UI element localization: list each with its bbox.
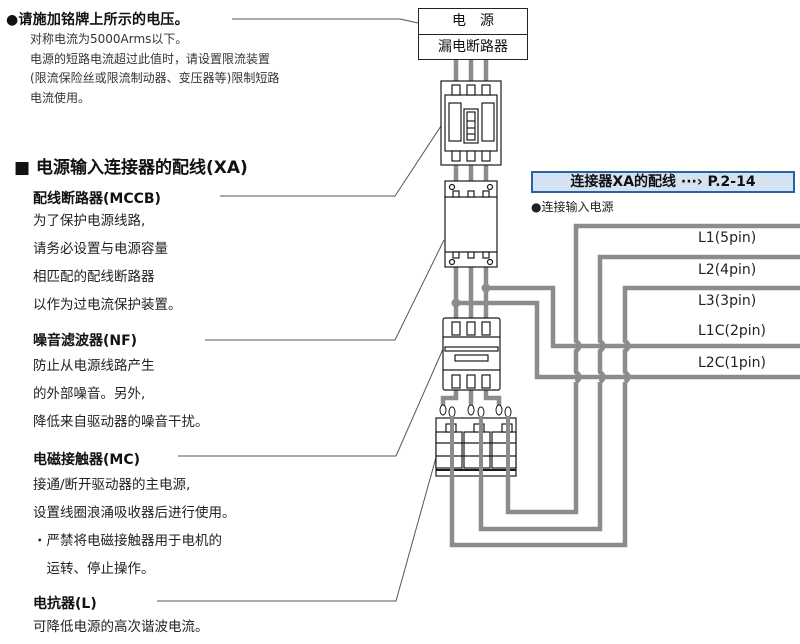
voltage-note-body: 对称电流为5000Arms以下。 电源的短路电流超过此值时，请设置限流装置 (限…: [30, 30, 279, 108]
wire-l1c: [486, 285, 800, 349]
mccb-screw: [486, 183, 494, 191]
leader-line-mccb: [220, 125, 442, 197]
mccb-title: 配线断路器(MCCB): [33, 191, 161, 207]
mccb-screw: [448, 258, 456, 266]
voltage-note-line: 电流使用。: [30, 90, 91, 105]
nf-terminal: [481, 374, 491, 389]
leader-line-reactor: [157, 435, 443, 602]
mccb-terminal: [467, 190, 475, 198]
elcb-terminal: [451, 150, 461, 162]
mccb-line: 请务必设置与电源容量: [33, 241, 168, 257]
voltage-note-line: 对称电流为5000Arms以下。: [30, 32, 188, 46]
voltage-note-line: 电源的短路电流超过此值时，请设置限流装置: [30, 51, 271, 66]
wire-l2c: [456, 300, 800, 380]
noise-filter-line: 的外部噪音。另外,: [33, 386, 146, 402]
elcb-terminal: [481, 84, 491, 96]
contactor-line: ・严禁将电磁接触器用于电机的: [33, 533, 222, 549]
noise-filter-device: [442, 317, 501, 391]
terminal-lugs: [439, 404, 512, 418]
page-reference-link[interactable]: 连接器XA的配线 ···› P.2-14: [531, 171, 795, 193]
power-supply-label: 电 源: [452, 13, 494, 29]
wire-l1-hop: [573, 223, 800, 384]
mccb-terminal: [482, 190, 490, 198]
nf-terminal: [451, 374, 461, 389]
mccb-terminal: [482, 251, 490, 259]
reactor-wires: [450, 416, 510, 480]
leakage-breaker-label: 漏电断路器: [419, 34, 527, 60]
nf-terminal: [451, 321, 461, 336]
noise-filter-description: 防止从电源线路产生 的外部噪音。另外, 降低来自驱动器的噪音干扰。: [33, 352, 209, 436]
junction-dot: [481, 283, 491, 293]
nf-label-slot: [444, 346, 499, 352]
contactor-reactor-device: [435, 417, 517, 477]
wire-label-l1: L1(5pin): [698, 230, 757, 246]
wire-label-l1c: L1C(2pin): [698, 323, 766, 339]
nf-label-plate: [454, 354, 489, 362]
lug: [477, 406, 485, 418]
mccb-line: 相匹配的配线断路器: [33, 269, 155, 285]
lug: [439, 404, 447, 416]
lug: [495, 404, 503, 416]
section-title: ■ 电源输入连接器的配线(XA): [14, 158, 248, 178]
mccb-terminal: [467, 251, 475, 259]
wire-label-l3: L3(3pin): [698, 293, 757, 309]
wire-label-l2: L2(4pin): [698, 262, 757, 278]
noise-filter-title: 噪音滤波器(NF): [33, 333, 138, 349]
elcb-terminal: [481, 150, 491, 162]
mccb-device: [444, 180, 498, 268]
elcb-window: [481, 102, 495, 142]
elcb-window: [448, 102, 462, 142]
elcb-terminal: [466, 84, 476, 96]
earth-leakage-breaker: [440, 80, 502, 166]
wire-label-l2c: L2C(1pin): [698, 355, 766, 371]
reactor-title: 电抗器(L): [33, 596, 97, 612]
connect-input-power-label: ●连接输入电源: [531, 200, 614, 214]
mccb-screw: [486, 258, 494, 266]
junction-dots: [451, 283, 491, 308]
reactor-description: 可降低电源的高次谐波电流。: [33, 613, 209, 641]
nf-terminal: [481, 321, 491, 336]
contactor-description: 接通/断开驱动器的主电源, 设置线圈浪涌吸收器后进行使用。 ・严禁将电磁接触器用…: [33, 471, 236, 583]
lug: [467, 404, 475, 416]
power-supply-box: 电 源 漏电断路器: [418, 8, 528, 60]
voltage-note-line: (限流保险丝或限流制动器、变压器等)限制短路: [30, 71, 280, 85]
elcb-terminal: [451, 84, 461, 96]
wire-l1: [505, 382, 579, 515]
mccb-line: 为了保护电源线路,: [33, 213, 146, 229]
mccb-screw: [448, 183, 456, 191]
noise-filter-line: 防止从电源线路产生: [33, 358, 155, 374]
contactor-line: 设置线圈浪涌吸收器后进行使用。: [33, 505, 236, 521]
mccb-line: 以作为过电流保护装置。: [33, 297, 182, 313]
nf-body: [442, 317, 501, 391]
mccb-terminal: [452, 190, 460, 198]
leader-lines: [157, 18, 445, 602]
reactor-line: 可降低电源的高次谐波电流。: [33, 619, 209, 635]
contactor-line: 接通/断开驱动器的主电源,: [33, 477, 191, 493]
leader-line-voltage: [232, 18, 419, 24]
voltage-note-title: ●请施加铭牌上所示的电压。: [6, 12, 189, 28]
elcb-terminal: [466, 150, 476, 162]
wires: [440, 60, 800, 548]
mc-pole: [435, 431, 463, 469]
junction-dot: [451, 298, 461, 308]
mc-pole: [463, 431, 491, 469]
leader-line-contactor: [178, 348, 444, 457]
leader-line-noise-filter: [205, 239, 445, 341]
lug: [448, 406, 456, 418]
mccb-terminal: [452, 251, 460, 259]
noise-filter-line: 降低来自驱动器的噪音干扰。: [33, 414, 209, 430]
nf-terminal: [466, 321, 476, 336]
contactor-line: 运转、停止操作。: [33, 561, 155, 577]
nf-terminal: [466, 374, 476, 389]
mccb-description: 为了保护电源线路, 请务必设置与电源容量 相匹配的配线断路器 以作为过电流保护装…: [33, 207, 182, 319]
contactor-title: 电磁接触器(MC): [33, 452, 141, 468]
elcb-switch-inner: [466, 111, 476, 141]
mc-pole: [491, 431, 517, 469]
lug: [504, 406, 512, 418]
